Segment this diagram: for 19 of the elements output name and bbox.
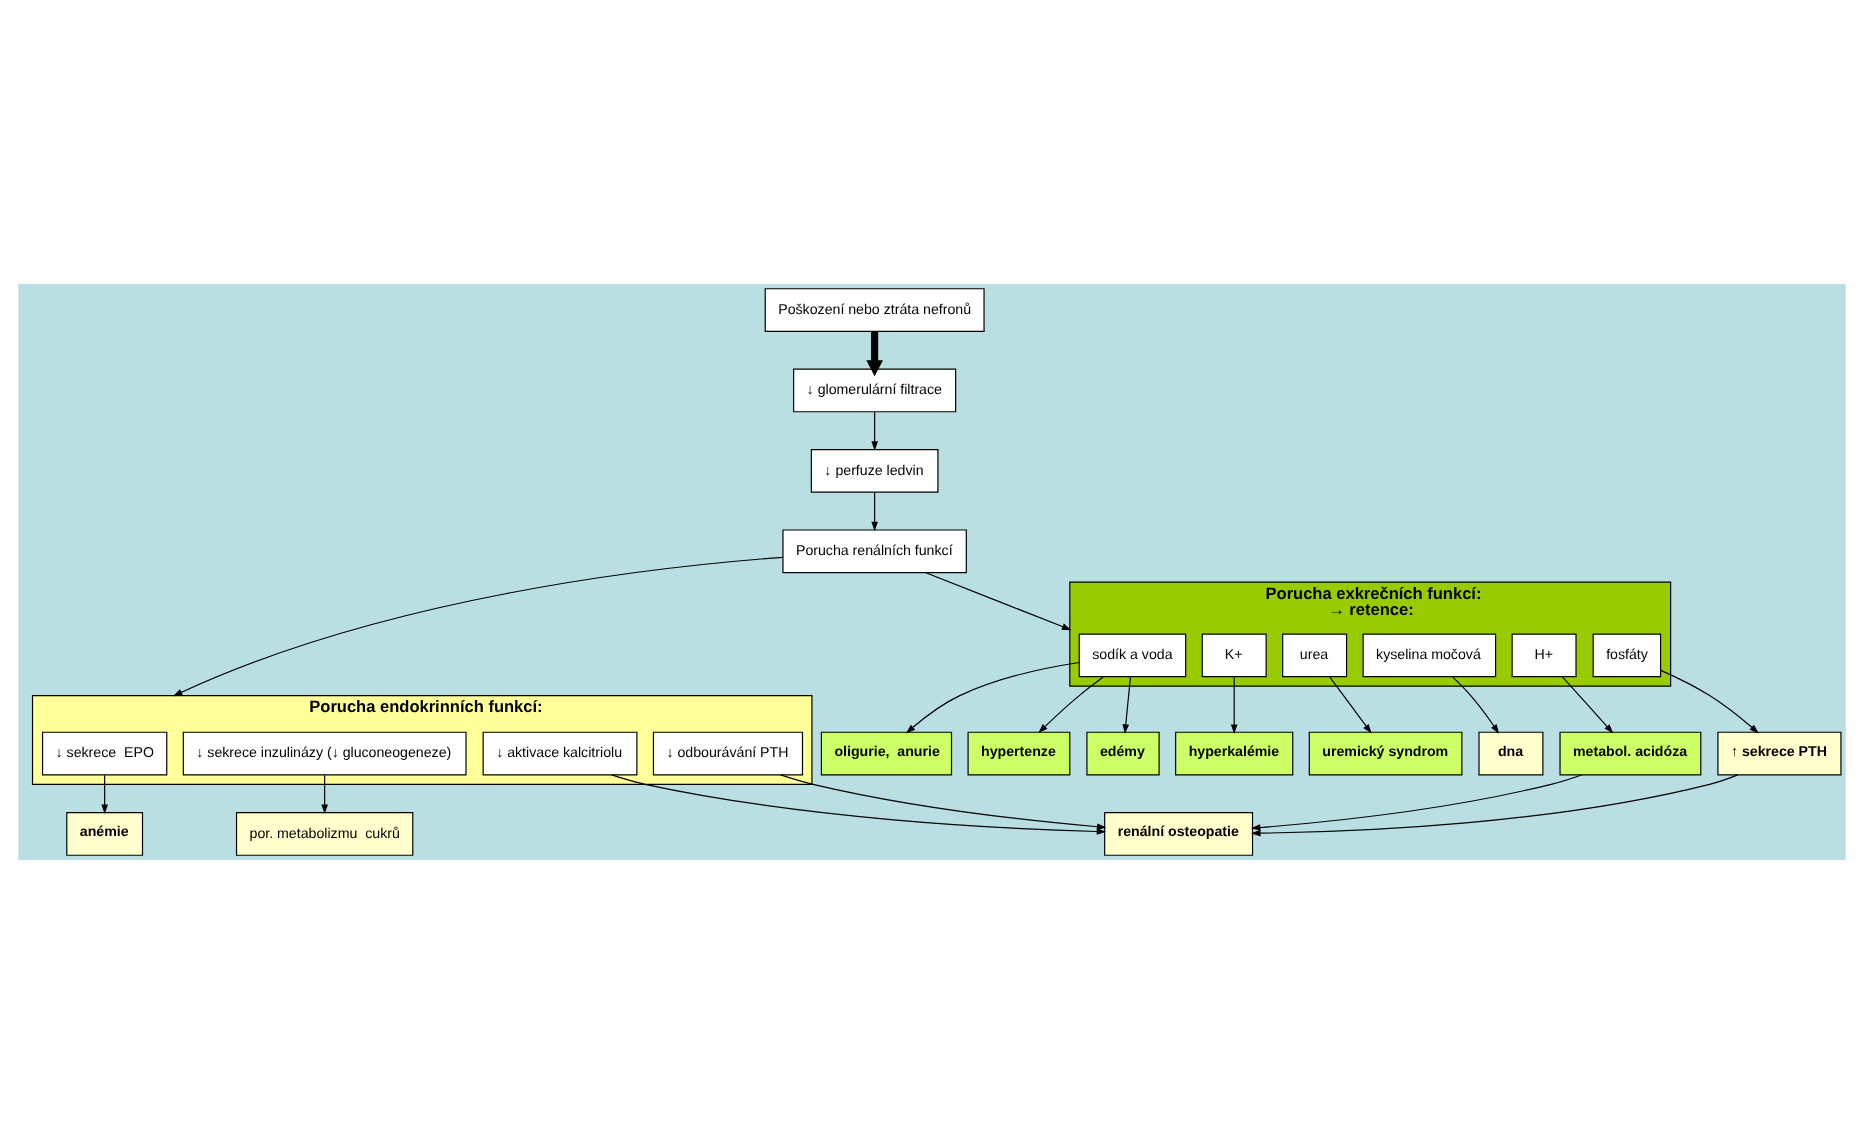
arrow [870,492,877,532]
arrow [865,331,882,377]
arrow [924,572,1071,631]
arrow [171,556,783,697]
arrow [1659,669,1758,734]
arrow [1037,676,1103,733]
arrow [320,774,327,814]
arrow [100,774,107,814]
arrow [1229,676,1237,734]
arrow [1121,676,1131,734]
arrow [610,774,1106,835]
arrow [1560,676,1613,734]
arrow [1450,676,1499,734]
arrow [1328,676,1371,734]
arrow [1249,774,1582,831]
arrow [779,774,1106,831]
arrow [904,661,1079,734]
arrow [1250,774,1738,837]
arrow [870,411,877,451]
